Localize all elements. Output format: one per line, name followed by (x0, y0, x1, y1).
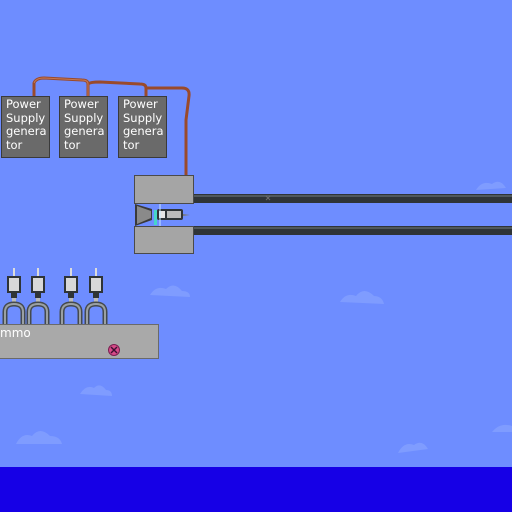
power-generator-2[interactable]: Power Supply generator (59, 96, 108, 158)
ammo-platform[interactable] (0, 324, 159, 359)
generator-label: Power Supply generator (6, 97, 47, 152)
background-clouds (16, 181, 512, 453)
delete-x-icon[interactable] (108, 344, 120, 356)
generator-label: Power Supply generator (64, 97, 105, 152)
ammo-shell-item[interactable] (59, 268, 83, 324)
ammo-shell-item[interactable] (2, 268, 26, 324)
water (0, 467, 512, 512)
rail-barrel[interactable] (193, 194, 512, 235)
ammo-shell-item[interactable] (84, 268, 108, 324)
generator-label: Power Supply generator (123, 97, 164, 152)
power-generator-1[interactable]: Power Supply generator (1, 96, 50, 158)
ammo-platform-label: mmo (0, 326, 31, 340)
power-generator-3[interactable]: Power Supply generator (118, 96, 167, 158)
projectile[interactable] (154, 204, 190, 226)
ammo-items (2, 268, 108, 324)
ammo-shell-item[interactable] (26, 268, 50, 324)
railgun-housing[interactable] (134, 175, 194, 254)
rail-marker-icon (265, 195, 271, 201)
